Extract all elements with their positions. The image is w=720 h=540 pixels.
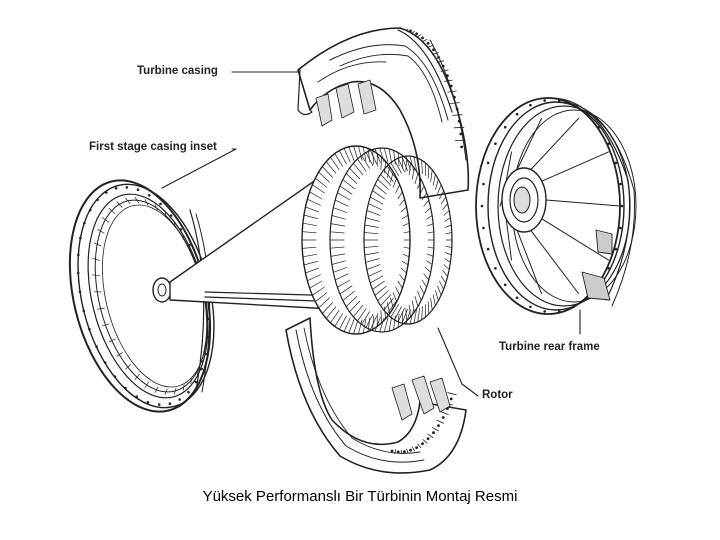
- turbine-rear-frame: [475, 97, 637, 315]
- label-turbine-rear-frame: Turbine rear frame: [499, 341, 600, 353]
- turbine-casing-lower: [285, 317, 467, 474]
- rotor: [169, 145, 453, 335]
- turbine-casing-upper: [297, 27, 470, 199]
- label-turbine-casing: Turbine casing: [137, 65, 218, 77]
- label-first-stage-casing-inset: First stage casing inset: [89, 141, 217, 153]
- leader-lines: [161, 71, 581, 397]
- label-rotor: Rotor: [482, 389, 513, 401]
- figure-caption: Yüksek Performanslı Bir Türbinin Montaj …: [202, 488, 518, 505]
